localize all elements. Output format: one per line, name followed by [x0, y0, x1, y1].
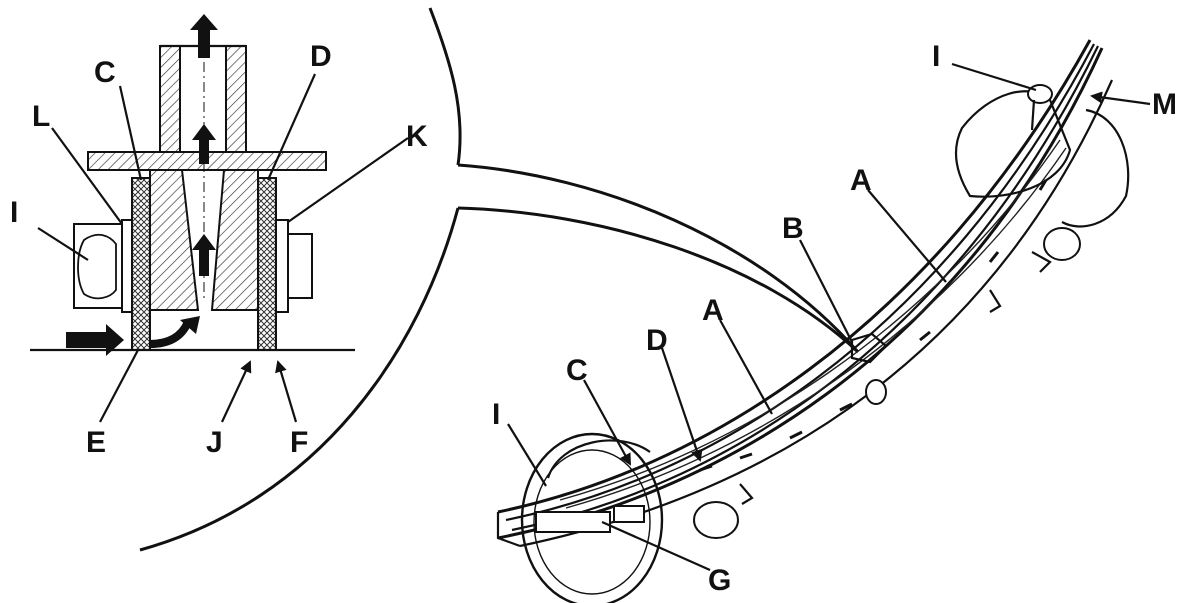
cross-section-detail: [30, 14, 409, 423]
label-b: B: [782, 212, 804, 245]
label-d-right: D: [646, 324, 668, 357]
housing-k: [275, 219, 289, 313]
magnet-left-cup: [77, 233, 117, 300]
label-k: K: [406, 120, 428, 153]
wheel-top: [954, 90, 1072, 198]
label-d-left: D: [310, 40, 332, 73]
label-i-bottom: I: [492, 398, 500, 431]
label-a-upper: A: [850, 164, 872, 197]
labels: C D L K I E J F I M A B A D C I G: [10, 40, 1177, 597]
cone-wall-left: [149, 169, 200, 311]
screen-c: [131, 177, 151, 351]
label-j: J: [206, 426, 223, 459]
wheel-bottom: [520, 432, 664, 603]
label-i-top: I: [932, 40, 940, 73]
housing-l: [121, 219, 133, 313]
label-i-left: I: [10, 196, 18, 229]
flow-arrow-up: [190, 14, 218, 276]
curved-assembly: [496, 39, 1151, 603]
screen-d: [257, 177, 277, 351]
tube-wall-right: [225, 45, 247, 153]
tube-wall-left: [159, 45, 181, 153]
label-f: F: [290, 426, 308, 459]
cone-wall-right: [210, 169, 259, 311]
label-c-left: C: [94, 56, 116, 89]
magnet-right-block: [287, 233, 313, 299]
inlet-arrow: [66, 324, 124, 356]
label-g: G: [708, 564, 731, 597]
label-a-lower: A: [702, 294, 724, 327]
detail-boundary: [139, 7, 860, 552]
label-l: L: [32, 100, 50, 133]
label-e: E: [86, 426, 106, 459]
label-c-right: C: [566, 354, 588, 387]
label-m: M: [1152, 88, 1177, 121]
clamp-g: [535, 511, 611, 533]
